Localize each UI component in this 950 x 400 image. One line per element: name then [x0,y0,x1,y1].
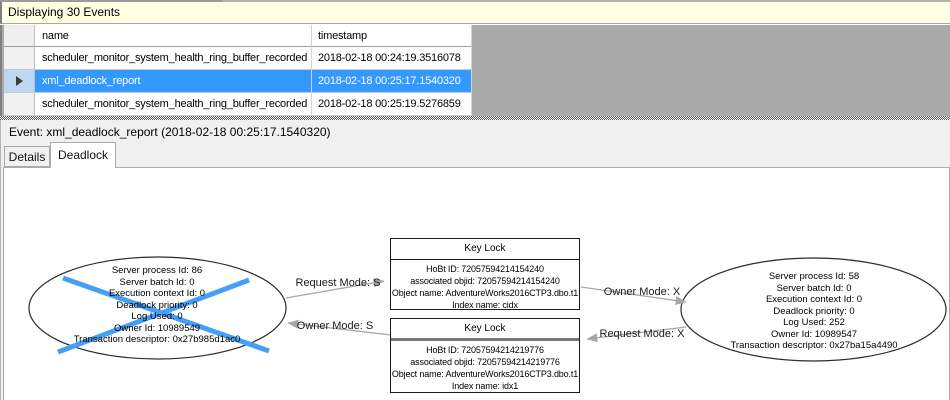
resource-line: Object name: AdventureWorks2016CTP3.dbo.… [391,288,579,298]
resource-line: HoBt ID: 72057594214154240 [426,264,544,274]
process-line: Transaction descriptor: 0x27ba15a4490 [730,340,898,351]
resource-line: Index name: idx1 [451,381,519,391]
edge-label-request-s: Request Mode: S [295,277,381,289]
process-line: Execution context Id: 0 [108,288,206,299]
process-line: Deadlock priority: 0 [773,305,855,317]
column-header-name[interactable]: name [35,25,312,47]
table-row[interactable]: scheduler_monitor_system_health_ring_buf… [4,93,472,116]
grid-header-row: name timestamp [4,25,472,47]
event-timestamp-cell[interactable]: 2018-02-18 00:24:19.3516078 [312,47,472,70]
edge-label-owner-x: Owner Mode: X [603,286,681,298]
process-line: Server batch Id: 0 [776,282,852,294]
event-name-cell[interactable]: xml_deadlock_report [35,70,312,93]
resource-line: associated objid: 72057594214154240 [410,276,560,286]
events-grid: name timestamp scheduler_monitor_system_… [0,25,950,116]
process-node: Server process Id: 58 Server batch Id: 0… [688,271,940,352]
resource-node-keylock-bottom: Key Lock HoBt ID: 72057594214219776 asso… [390,318,580,393]
process-line: Owner Id: 10989549 [113,322,201,334]
process-line: Owner Id: 10989547 [770,328,858,340]
event-title-bar: Event: xml_deadlock_report (2018-02-18 0… [2,122,942,142]
column-header-timestamp[interactable]: timestamp [312,25,472,47]
resource-line: Index name: cidx [452,300,518,310]
horizontal-splitter[interactable] [0,116,950,120]
process-line: Server process Id: 58 [768,271,860,282]
process-line: Execution context Id: 0 [765,294,863,305]
row-selector-cell[interactable] [4,47,35,70]
window-top-edge [0,0,950,2]
edge-label-owner-s: Owner Mode: S [296,320,374,332]
resource-node-keylock-top: Key Lock HoBt ID: 72057594214154240 asso… [390,238,580,310]
process-line: Log Used: 252 [783,317,845,328]
events-status-bar: Displaying 30 Events [0,2,950,24]
process-line: Server process Id: 86 [111,265,203,276]
edge-label-request-x: Request Mode: X [599,328,685,340]
event-name-cell[interactable]: scheduler_monitor_system_health_ring_buf… [35,93,312,116]
event-timestamp-cell[interactable]: 2018-02-18 00:25:17.1540320 [312,70,472,93]
resource-title: Key Lock [391,319,579,341]
event-timestamp-cell[interactable]: 2018-02-18 00:25:19.5276859 [312,93,472,116]
event-name-cell[interactable]: scheduler_monitor_system_health_ring_buf… [35,47,312,70]
row-selector-cell[interactable] [4,93,35,116]
current-row-arrow-icon [15,76,23,86]
resource-title: Key Lock [391,239,579,260]
process-line: Transaction descriptor: 0x27b985d1ac0 [73,334,241,345]
process-line: Log Used: 0 [131,311,183,322]
tab-details[interactable]: Details [4,146,50,167]
event-title-text: Event: xml_deadlock_report (2018-02-18 0… [9,125,331,139]
table-row-selected[interactable]: xml_deadlock_report 2018-02-18 00:25:17.… [4,70,472,93]
table-row[interactable]: scheduler_monitor_system_health_ring_buf… [4,47,472,70]
grid-corner-cell [4,25,35,47]
process-line: Deadlock priority: 0 [116,299,198,311]
resource-line: associated objid: 72057594214219776 [410,357,560,367]
window-top-edge-segment [0,0,222,3]
resource-line: Object name: AdventureWorks2016CTP3.dbo.… [391,369,579,379]
resource-body: HoBt ID: 72057594214154240 associated ob… [391,260,579,311]
resource-body: HoBt ID: 72057594214219776 associated ob… [391,341,579,392]
tab-deadlock[interactable]: Deadlock [50,142,116,168]
events-grid-table: name timestamp scheduler_monitor_system_… [4,25,472,116]
row-selector-cell[interactable] [4,70,35,93]
process-node-victim: Server process Id: 86 Server batch Id: 0… [37,265,277,346]
events-status-text: Displaying 30 Events [8,5,121,19]
resource-line: HoBt ID: 72057594214219776 [426,345,544,355]
process-line: Server batch Id: 0 [119,276,195,288]
